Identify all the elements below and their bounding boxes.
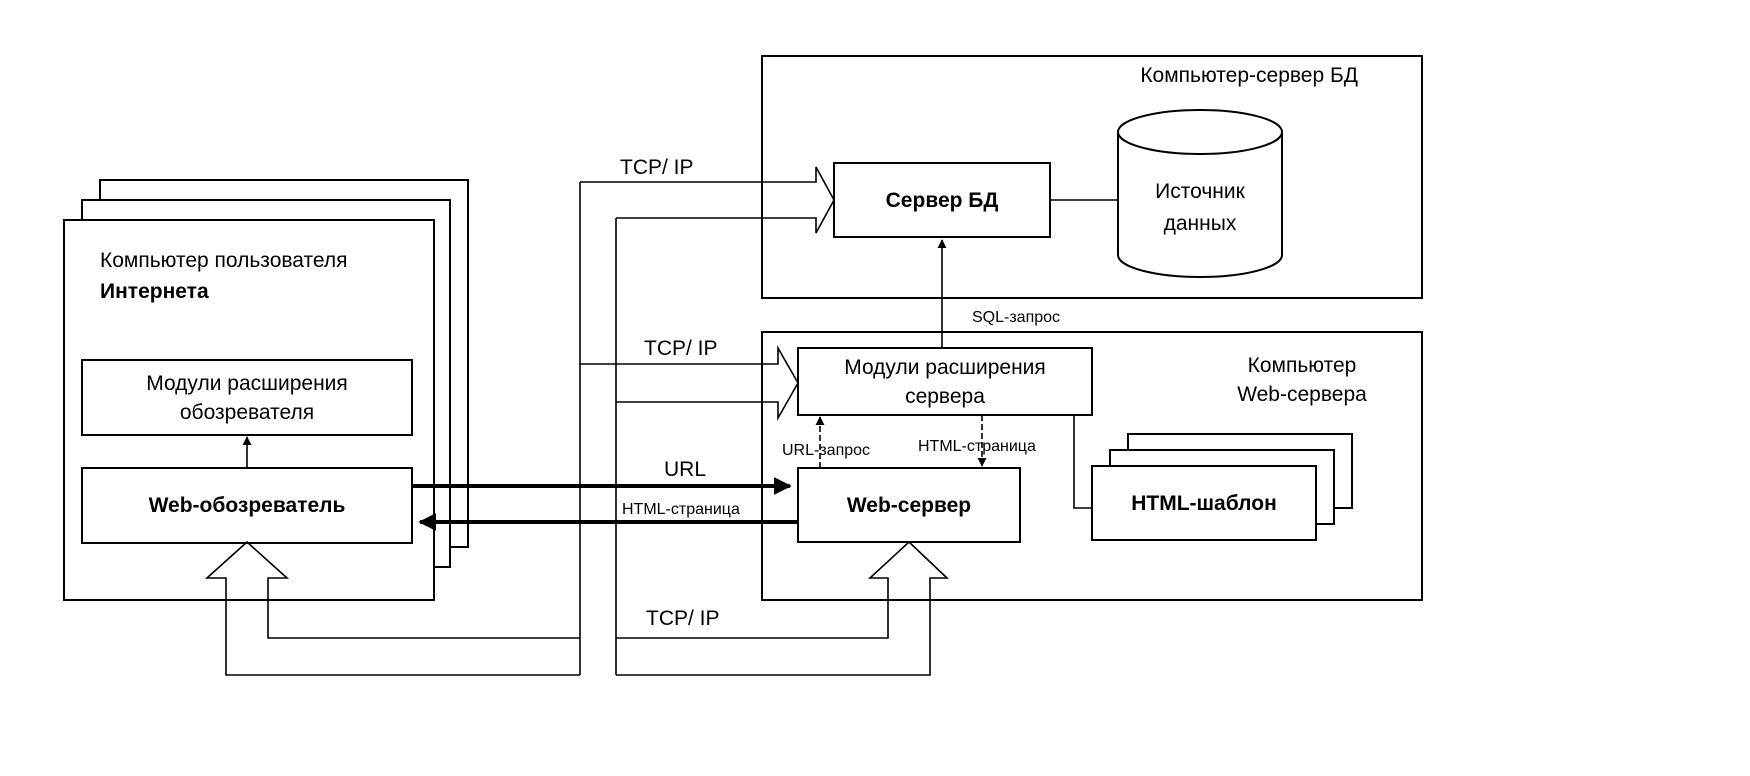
user-computer-title-line2: Интернета xyxy=(100,280,209,303)
tcp-ip-network-channel: TCP/ IP TCP/ IP TCP/ IP xyxy=(204,156,950,676)
server-extension-modules-box xyxy=(797,347,1093,416)
data-source-label-line2: данных xyxy=(1164,212,1237,235)
tcp-ip-label-bottom: TCP/ IP xyxy=(646,607,720,630)
web-computer-title-line1: Компьютер xyxy=(1248,354,1357,377)
web-browser-label: Web-обозреватель xyxy=(149,494,346,517)
user-computer-title-line1: Компьютер пользователя xyxy=(100,249,348,272)
web-computer-group: Компьютер Web-сервера Модули расширения … xyxy=(761,331,1423,601)
web-computer-title-line2: Web-сервера xyxy=(1237,383,1367,406)
url-request-label: URL-запрос xyxy=(782,442,870,459)
html-template-label: HTML-шаблон xyxy=(1131,492,1277,515)
server-extension-modules-line1: Модули расширения xyxy=(844,356,1046,379)
html-page-left-label: HTML-страница xyxy=(622,501,740,518)
tcp-ip-label-top: TCP/ IP xyxy=(620,156,694,179)
data-source-label-line1: Источник xyxy=(1155,180,1245,203)
browser-extension-modules-line1: Модули расширения xyxy=(146,372,348,395)
db-server-label: Сервер БД xyxy=(886,189,999,212)
html-template-box xyxy=(1091,465,1317,541)
tcp-ip-arrow-to-db-server xyxy=(580,166,835,234)
html-page-right-label: HTML-страница xyxy=(918,438,1036,455)
user-computer-group: Компьютер пользователя Интернета Модули … xyxy=(63,179,469,601)
db-computer-group: Компьютер-сервер БД Сервер БД Источник д… xyxy=(761,55,1423,299)
server-extension-modules-line2: сервера xyxy=(905,385,985,408)
browser-extension-modules-box xyxy=(81,359,413,436)
tcp-ip-label-middle: TCP/ IP xyxy=(644,337,718,360)
web-server-label: Web-сервер xyxy=(847,494,971,517)
browser-extension-modules-line2: обозревателя xyxy=(180,401,314,424)
url-label: URL xyxy=(664,458,706,481)
tcp-ip-arrow-to-web-server xyxy=(616,540,950,676)
modules-to-template-line xyxy=(1073,415,1092,509)
tcp-ip-arrow-to-server-modules xyxy=(580,344,799,422)
data-source-cylinder xyxy=(1117,109,1283,278)
tcp-ip-arrow-to-web-browser xyxy=(204,540,580,676)
web-server-box xyxy=(797,467,1021,543)
sql-request-label: SQL-запрос xyxy=(972,309,1060,326)
db-computer-title: Компьютер-сервер БД xyxy=(1140,64,1358,87)
